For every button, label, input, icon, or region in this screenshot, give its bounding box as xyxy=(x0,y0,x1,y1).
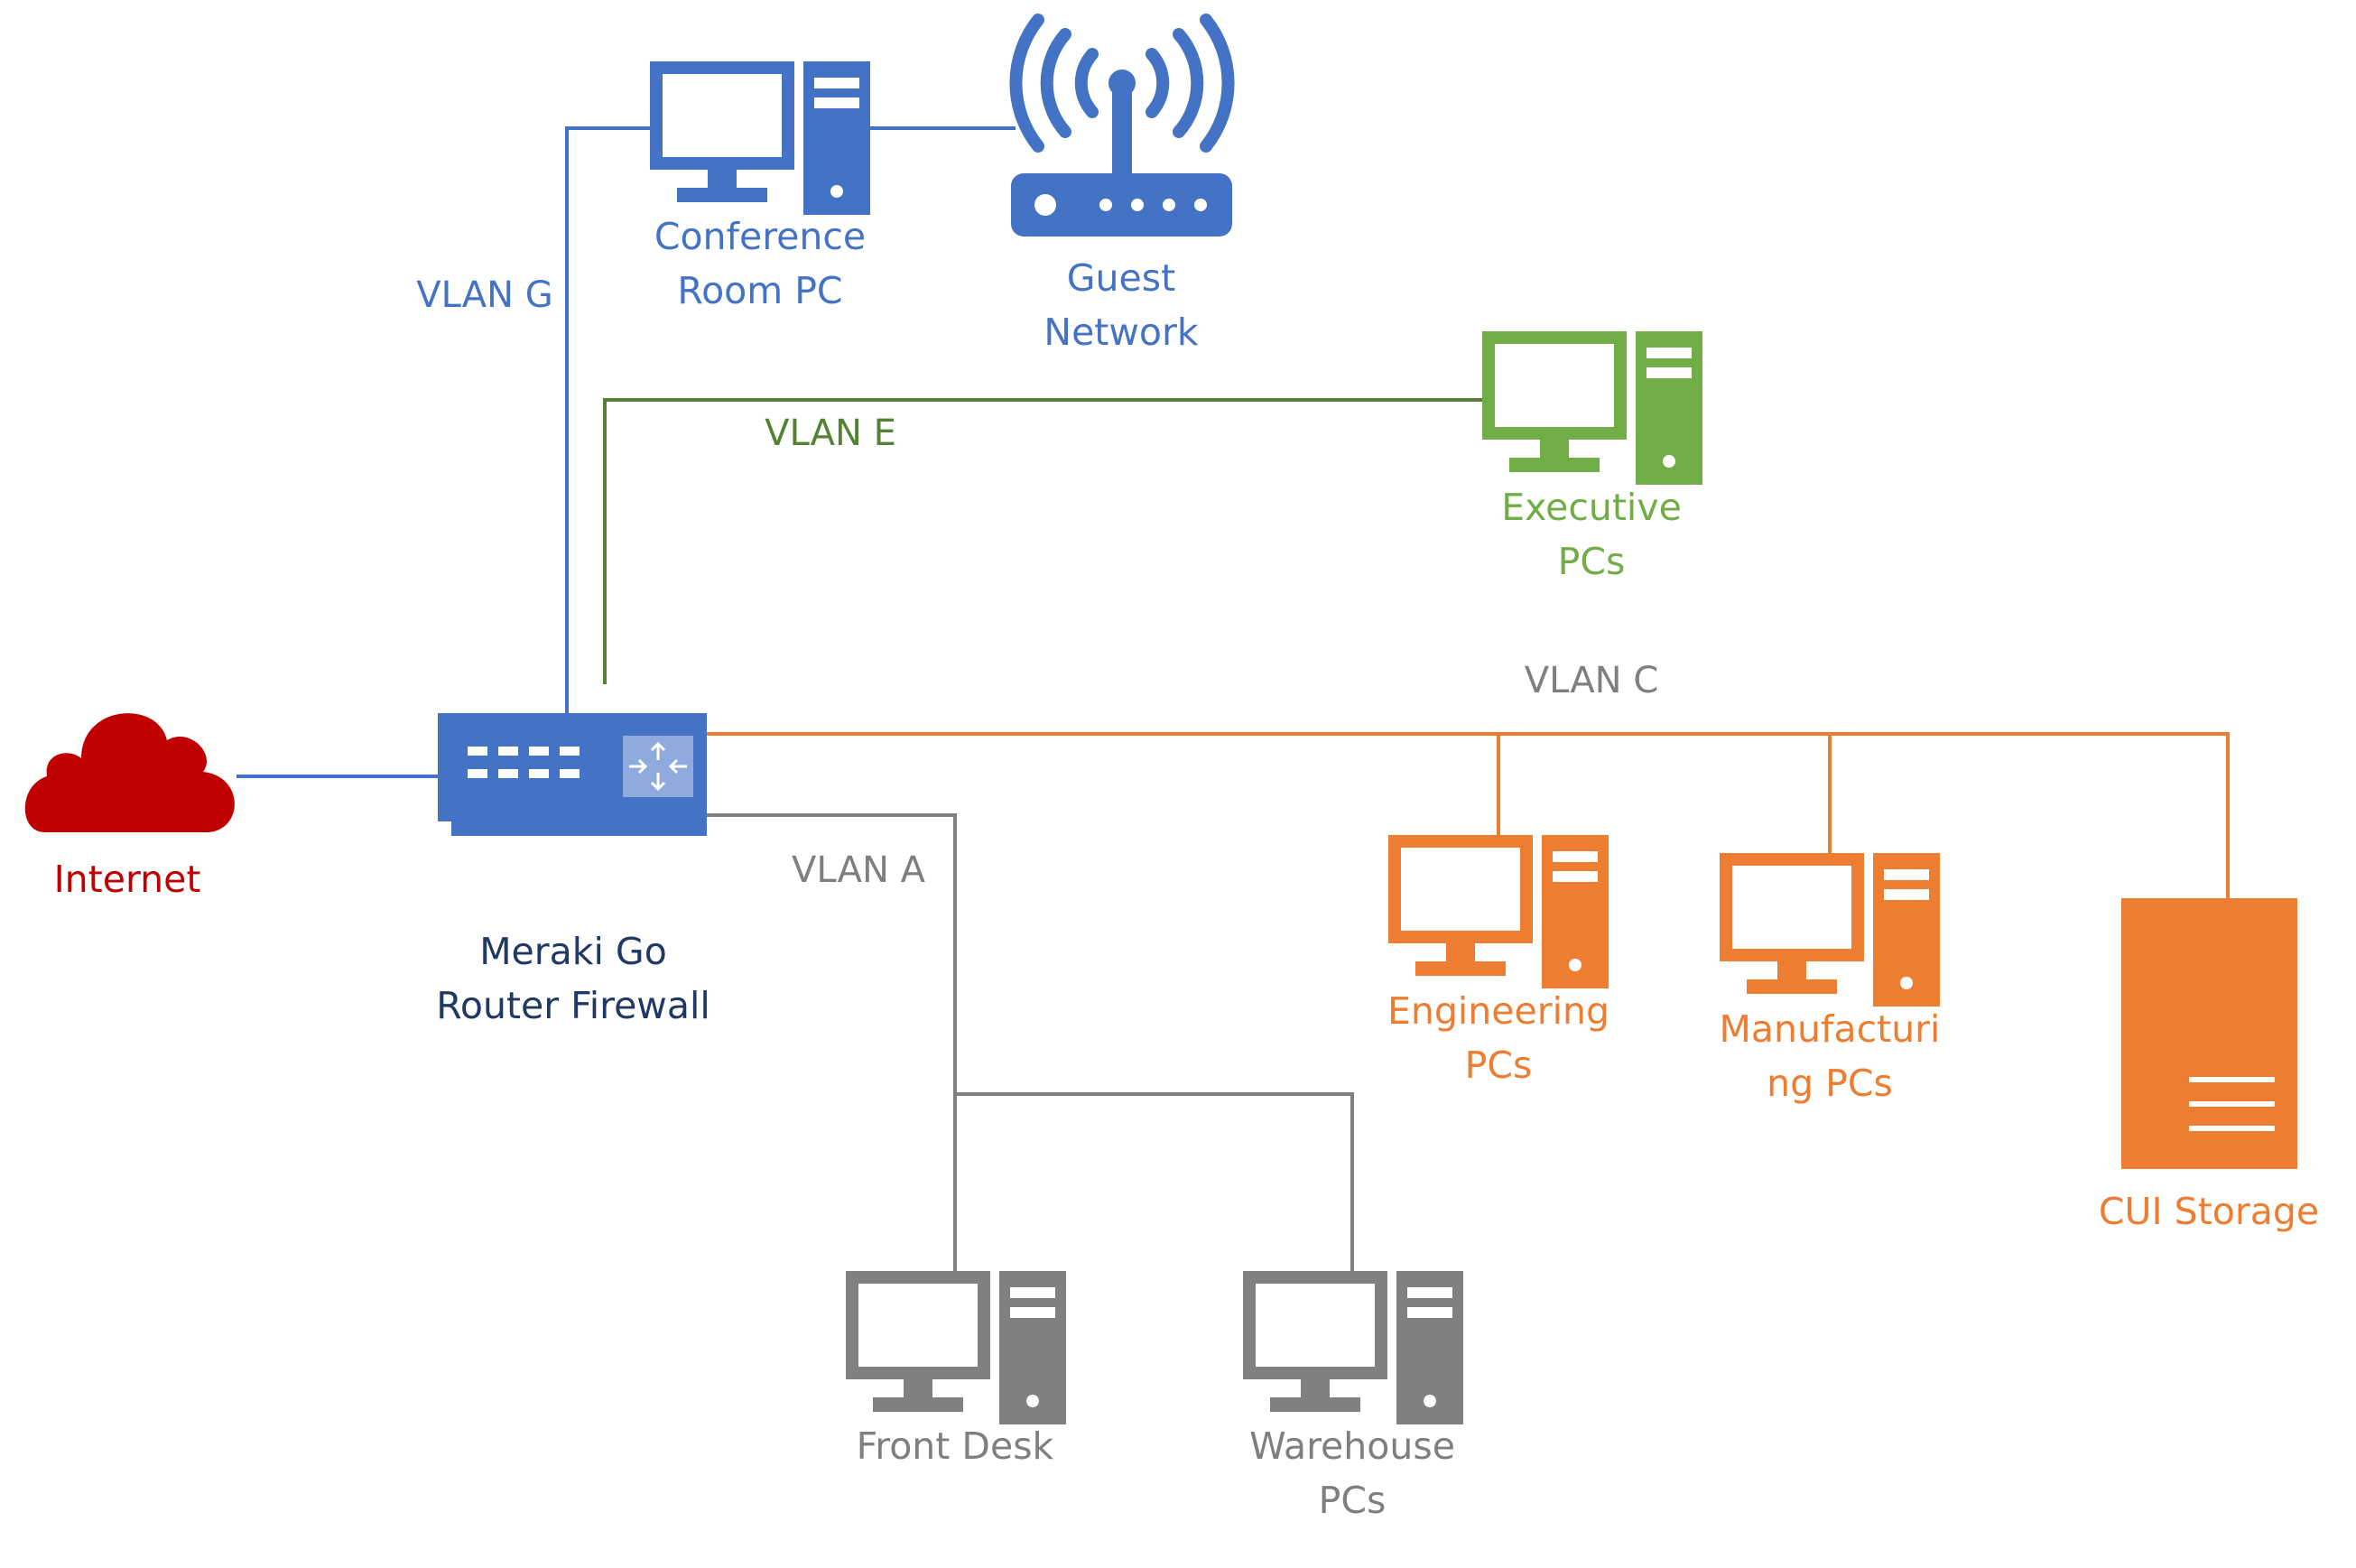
manufacturing-pcs-node: Manufacturi ng PCs xyxy=(1720,853,1941,1105)
vlan-c-label: VLAN C xyxy=(1525,660,1659,701)
vlan-labels: VLAN G VLAN E VLAN C VLAN A xyxy=(416,274,1658,891)
router-label-line1: Meraki Go xyxy=(479,930,667,973)
vlan-g-label: VLAN G xyxy=(416,274,553,316)
desktop-pc-icon xyxy=(1482,331,1702,485)
warehouse-pcs-label-line1: Warehouse xyxy=(1249,1424,1455,1468)
connection-lines xyxy=(237,126,2230,1273)
executive-pcs-node: Executive PCs xyxy=(1482,331,1702,583)
engineering-pcs-label-line2: PCs xyxy=(1465,1044,1533,1087)
conference-pc-label-line1: Conference xyxy=(654,215,866,258)
engineering-pcs-label-line1: Engineering xyxy=(1387,989,1609,1033)
desktop-pc-icon xyxy=(846,1271,1066,1424)
guest-network-label-line1: Guest xyxy=(1067,256,1175,300)
wireless-router-icon xyxy=(1009,14,1235,237)
executive-pcs-label-line2: PCs xyxy=(1558,540,1626,583)
server-icon xyxy=(2121,898,2297,1169)
router-node: Meraki Go Router Firewall xyxy=(436,713,710,1027)
internet-label: Internet xyxy=(54,858,201,901)
front-desk-node: Front Desk xyxy=(846,1271,1066,1468)
vlan-g-link xyxy=(565,126,659,713)
desktop-pc-icon xyxy=(1388,835,1609,988)
cloud-icon xyxy=(24,713,235,832)
vlan-c-link xyxy=(706,732,2230,903)
warehouse-pcs-node: Warehouse PCs xyxy=(1243,1271,1463,1522)
guest-network-node: Guest Network xyxy=(1009,14,1235,354)
guest-network-label-line2: Network xyxy=(1044,311,1198,354)
internet-node: Internet xyxy=(24,713,235,901)
router-label-line2: Router Firewall xyxy=(436,984,710,1027)
vlan-a-label: VLAN A xyxy=(792,849,926,891)
engineering-pcs-node: Engineering PCs xyxy=(1387,835,1609,1087)
conference-pc-node: Conference Room PC xyxy=(650,61,870,312)
conference-pc-label-line2: Room PC xyxy=(677,269,842,312)
vlan-a-warehouse-branch xyxy=(955,1092,1354,1273)
desktop-pc-icon xyxy=(1243,1271,1463,1424)
vlan-e-label: VLAN E xyxy=(765,413,896,454)
front-desk-label: Front Desk xyxy=(857,1424,1054,1468)
manufacturing-pcs-label-line1: Manufacturi xyxy=(1720,1007,1941,1051)
manufacturing-pcs-label-line2: ng PCs xyxy=(1767,1062,1893,1105)
cui-storage-node: CUI Storage xyxy=(2099,898,2319,1233)
executive-pcs-label-line1: Executive xyxy=(1501,486,1682,529)
cui-storage-label: CUI Storage xyxy=(2099,1190,2319,1233)
warehouse-pcs-label-line2: PCs xyxy=(1319,1479,1387,1522)
desktop-pc-icon xyxy=(1720,853,1940,1007)
router-firewall-icon xyxy=(438,713,707,836)
desktop-pc-icon xyxy=(650,61,870,215)
vlan-a-link xyxy=(706,813,957,1273)
vlan-e-link xyxy=(603,398,1485,684)
